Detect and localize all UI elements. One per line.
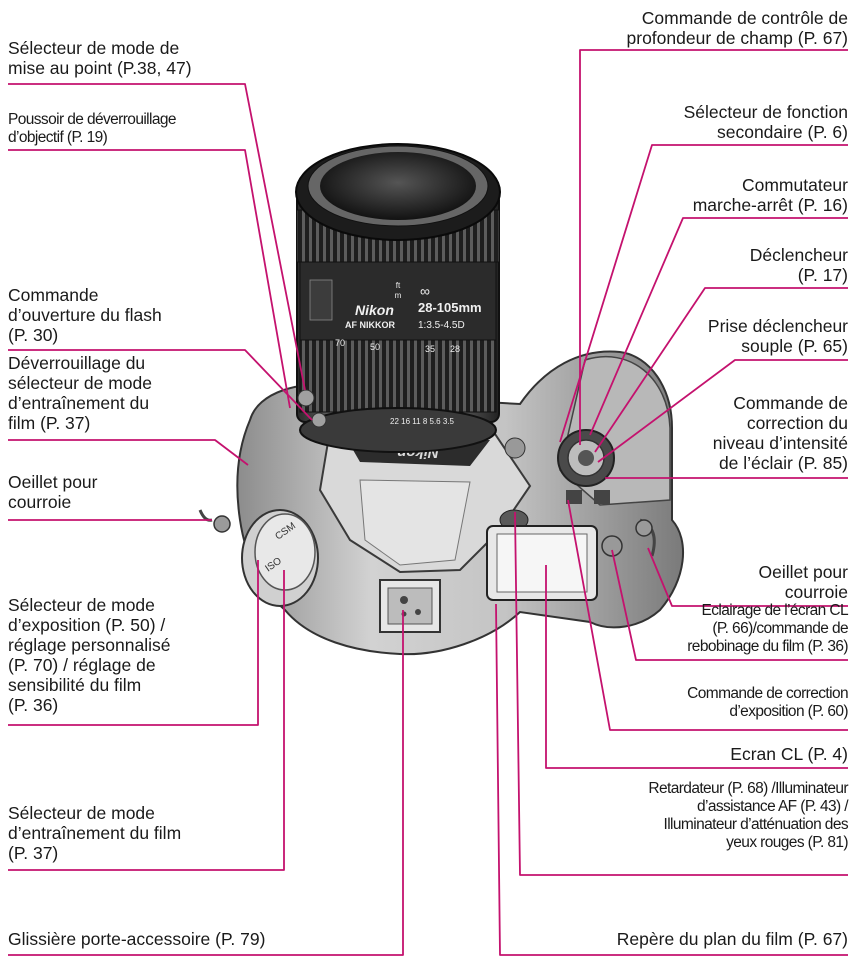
label-exposure-mode: Sélecteur de mode d’exposition (P. 50) /… — [8, 595, 171, 715]
leader-exposure-comp — [567, 499, 848, 731]
label-flash-popup: Commande d’ouverture du flash (P. 30) — [8, 285, 162, 345]
leader-accessory-shoe — [8, 610, 404, 956]
label-strap-eyelet-right: Oeillet pour courroie — [758, 562, 849, 602]
zoom-scale-35: 35 — [425, 344, 435, 354]
leader-depth-of-field — [579, 49, 848, 445]
lens-line: AF NIKKOR — [345, 320, 395, 330]
lcd-panel — [486, 525, 598, 601]
mode-dial: CSM ISO — [198, 509, 319, 607]
label-lens-release: Poussoir de déverrouillage d’objectif (P… — [8, 111, 177, 146]
accessory-shoe — [379, 579, 441, 633]
leader-drive-mode — [8, 570, 285, 871]
leader-self-timer — [514, 511, 848, 876]
leader-power-switch — [589, 217, 848, 436]
label-drive-release: Déverrouillage du sélecteur de mode d’en… — [8, 353, 152, 433]
lens-assembly: ft m ∞ Nikon AF NIKKOR 28-105mm 1:3.5-4.… — [295, 143, 501, 453]
label-strap-eyelet-left: Oeillet pour courroie — [8, 472, 98, 512]
zoom-scale-70: 70 — [335, 338, 345, 348]
lens-aperture: 1:3.5-4.5D — [418, 320, 465, 331]
label-self-timer: Retardateur (P. 68) /Illuminateur d’assi… — [648, 780, 848, 851]
leader-lcd — [545, 565, 848, 769]
leader-shutter — [594, 287, 848, 453]
label-exposure-comp: Commande de correction d’exposition (P. … — [687, 685, 848, 720]
label-sub-command: Sélecteur de fonction secondaire (P. 6) — [683, 102, 848, 142]
leader-cable-release — [597, 359, 848, 463]
svg-text:∞: ∞ — [420, 283, 430, 299]
label-power-switch: Commutateur marche-arrêt (P. 16) — [692, 175, 848, 215]
zoom-scale-28: 28 — [450, 344, 460, 354]
leader-drive-release — [8, 439, 249, 466]
label-flash-comp: Commande de correction du niveau d’inten… — [712, 393, 848, 473]
leader-lcd-illum — [611, 549, 848, 661]
label-shutter-release: Déclencheur (P. 17) — [749, 245, 848, 285]
zoom-scale-50: 50 — [370, 342, 380, 352]
leader-lens-release — [8, 149, 291, 409]
label-depth-of-field: Commande de contrôle de profondeur de ch… — [626, 8, 848, 48]
leader-lines — [8, 49, 848, 956]
aperture-scale: 22 16 11 8 5.6 3.5 — [390, 417, 454, 426]
label-cable-release: Prise déclencheur souple (P. 65) — [707, 316, 848, 356]
label-lcd-illumination: Eclairage de l’écran CL (P. 66)/commande… — [687, 602, 848, 655]
leader-strap-right — [647, 547, 848, 607]
lens-brand: Nikon — [355, 302, 394, 318]
prism-housing: Nikon — [318, 428, 532, 574]
leader-exposure-mode — [8, 560, 259, 726]
label-drive-mode: Sélecteur de mode d’entraînement du film… — [8, 803, 182, 863]
leader-focus-mode — [8, 83, 306, 391]
distance-unit-ft: ft — [396, 281, 401, 290]
distance-unit-m: m — [395, 291, 402, 300]
leader-film-plane — [495, 603, 848, 956]
label-film-plane: Repère du plan du film (P. 67) — [616, 929, 848, 949]
leader-flash-popup — [8, 349, 313, 421]
label-focus-mode-selector: Sélecteur de mode de mise au point (P.38… — [8, 38, 192, 78]
label-accessory-shoe: Glissière porte-accessoire (P. 79) — [8, 929, 266, 949]
label-lcd: Ecran CL (P. 4) — [730, 744, 848, 764]
lens-focal: 28-105mm — [418, 300, 482, 315]
leader-sub-command — [559, 144, 848, 443]
